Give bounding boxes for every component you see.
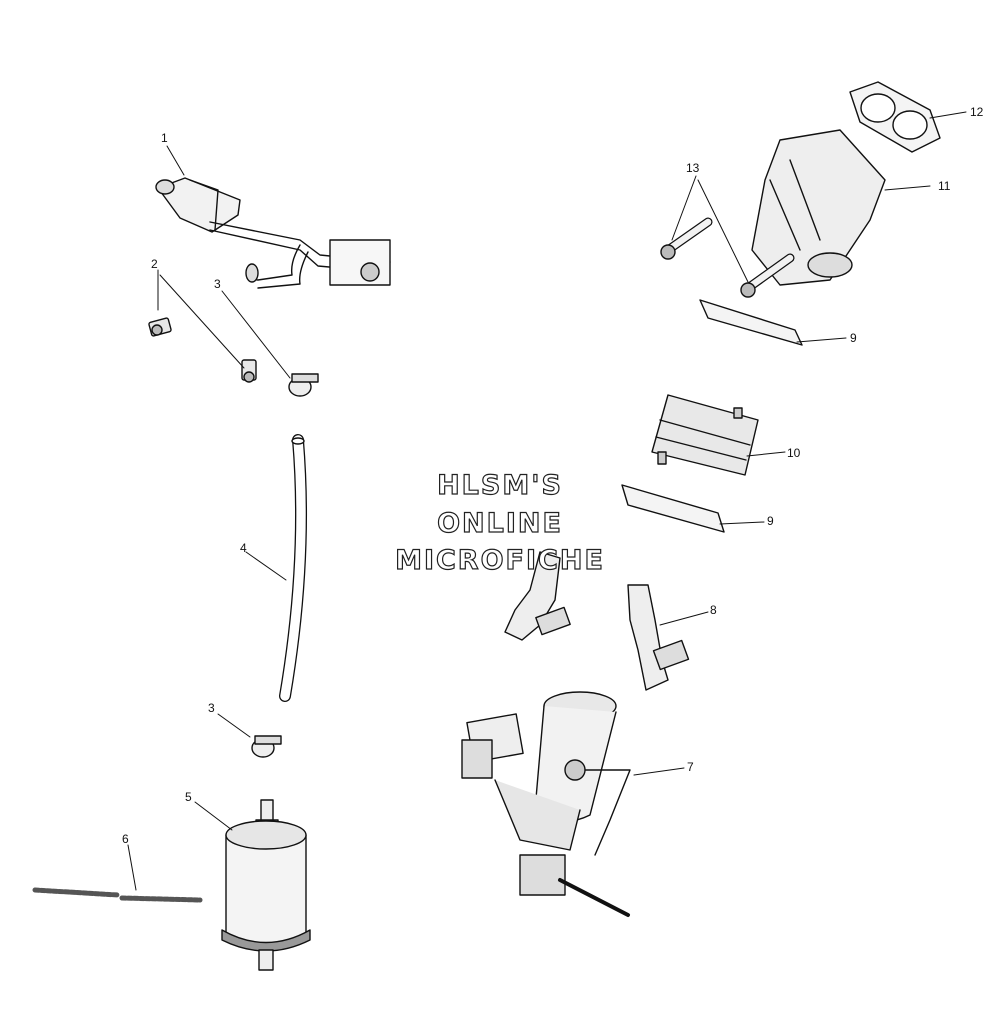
label-2: 2: [151, 257, 158, 271]
part-9-band-lower: [621, 484, 725, 533]
watermark-line-2: ONLINE: [436, 507, 563, 539]
part-3-clamp-upper: [288, 373, 319, 397]
label-11: 11: [938, 179, 951, 193]
label-13: 13: [686, 161, 700, 175]
label-9-lower: 9: [767, 514, 774, 528]
watermark-line-3: MICROFICHE: [394, 544, 605, 576]
part-7-throttle-body: [461, 691, 631, 917]
label-12: 12: [970, 105, 984, 119]
watermark-line-1: HLSM'S: [436, 469, 563, 501]
part-9-band-upper: [699, 299, 803, 346]
part-6-cable-tie: [32, 887, 203, 903]
part-8-fuel-injectors: [504, 551, 690, 691]
label-10: 10: [787, 446, 801, 460]
part-12-gasket: [849, 81, 941, 153]
label-9-upper: 9: [850, 331, 857, 345]
part-13-bolts: [660, 217, 795, 298]
label-3-lower: 3: [208, 701, 215, 715]
label-3-upper: 3: [214, 277, 221, 291]
label-5: 5: [185, 790, 192, 804]
label-1: 1: [161, 131, 168, 145]
part-5-fuel-filter: [221, 799, 311, 971]
part-1-fuel-rail: [155, 177, 391, 289]
part-10-intake-boot: [651, 394, 759, 476]
part-4-fuel-hose: [279, 434, 308, 702]
part-11-intake-manifold: [751, 129, 886, 286]
label-8: 8: [710, 603, 717, 617]
part-3-clamp-lower: [251, 735, 282, 758]
part-2-bolts: [148, 317, 257, 383]
label-6: 6: [122, 832, 129, 846]
leader-lines: [127, 111, 967, 891]
callout-labels: 1 2 3 3 4 5 6 7 8 9 9 10 11 12 13: [122, 105, 984, 846]
label-7: 7: [687, 760, 694, 774]
label-4: 4: [240, 541, 247, 555]
